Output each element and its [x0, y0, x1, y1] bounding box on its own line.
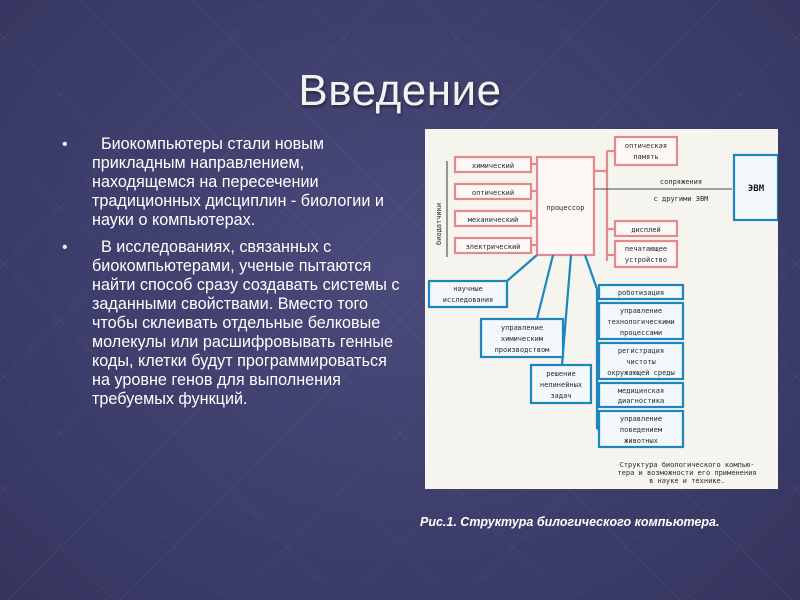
med-diag-label-1: медицинская — [618, 387, 664, 395]
air-reg-label-3: окружающей среды — [607, 369, 674, 377]
animal-ctrl-label-3: животных — [624, 437, 658, 445]
tech-control-label-2: технологическими — [607, 318, 674, 326]
display-box — [613, 219, 679, 238]
research-label-2: исследования — [443, 296, 494, 304]
research-label-1: научные — [453, 285, 483, 293]
nonlinear-label-1: решение — [546, 370, 576, 378]
input-label-mechanical: механический — [468, 216, 519, 224]
research-box — [427, 279, 509, 309]
evm-label: ЭВМ — [748, 184, 765, 194]
coupling-label-1: сопряжения — [660, 178, 702, 186]
processor-box — [535, 155, 596, 257]
optical-memory-label-1: оптическая — [625, 142, 667, 150]
chem-control-label-1: управление — [501, 324, 543, 332]
tech-control-box — [597, 301, 685, 341]
chem-control-box — [479, 317, 565, 359]
figure-note-2: тера и возможности его применения — [617, 469, 756, 477]
robotics-box — [597, 283, 685, 301]
bullet-text: Биокомпьютеры стали новым прикладным нап… — [92, 135, 389, 229]
coupling-label-2: с другими ЭВМ — [654, 195, 709, 203]
animal-ctrl-label-1: управление — [620, 415, 662, 423]
input-label-optical: оптический — [472, 189, 514, 197]
optical-memory-box — [613, 135, 679, 167]
connector — [535, 254, 555, 320]
biocomputer-diagram: биодатчики химический оптический механич… — [425, 129, 778, 489]
connector — [583, 254, 599, 290]
diagram-vertical-label: биодатчики — [435, 203, 443, 245]
tech-control-label-1: управление — [620, 307, 662, 315]
nonlinear-box — [529, 363, 593, 405]
animal-ctrl-label-2: поведением — [620, 426, 663, 434]
air-reg-box — [597, 341, 685, 381]
input-label-chemical: химический — [472, 162, 514, 170]
processor-label: процессор — [547, 204, 585, 212]
air-reg-label-1: регистрация — [618, 347, 664, 355]
printer-label-2: устройство — [625, 256, 667, 264]
figure-note-1: Структура биологического компью- — [620, 461, 755, 469]
connector — [506, 254, 538, 282]
tech-control-label-3: процессами — [620, 329, 662, 337]
printer-label-1: печатающее — [625, 245, 667, 253]
bullet-item: • Биокомпьютеры стали новым прикладным н… — [62, 135, 407, 230]
chem-control-label-2: химическим — [501, 335, 544, 343]
bullet-list: • Биокомпьютеры стали новым прикладным н… — [62, 135, 407, 417]
slide-title: Введение — [298, 66, 502, 115]
bullet-dot-icon: • — [62, 136, 68, 153]
animal-ctrl-box — [597, 409, 685, 449]
chem-control-label-3: производством — [495, 346, 551, 354]
figure-note-3: в науке и технике. — [649, 477, 725, 485]
evm-box — [732, 153, 778, 222]
diagram-svg: биодатчики химический оптический механич… — [427, 135, 778, 485]
bullet-dot-icon: • — [62, 239, 68, 256]
nonlinear-label-2: нелинейных — [540, 381, 582, 389]
med-diag-box — [597, 381, 685, 409]
printer-box — [613, 239, 679, 269]
display-label: дисплей — [631, 226, 661, 234]
med-diag-label-2: диагностика — [618, 397, 664, 405]
nonlinear-label-3: задач — [550, 392, 571, 400]
optical-memory-label-2: память — [633, 153, 658, 161]
bullet-item: • В исследованиях, связанных с биокомпью… — [62, 238, 407, 409]
bullet-text: В исследованиях, связанных с биокомпьюте… — [92, 238, 404, 408]
air-reg-label-2: чистоты — [626, 358, 656, 366]
input-label-electrical: электрический — [466, 243, 521, 251]
figure-caption: Рис.1. Структура билогического компьютер… — [420, 515, 720, 529]
robotics-label: роботизация — [618, 289, 664, 297]
